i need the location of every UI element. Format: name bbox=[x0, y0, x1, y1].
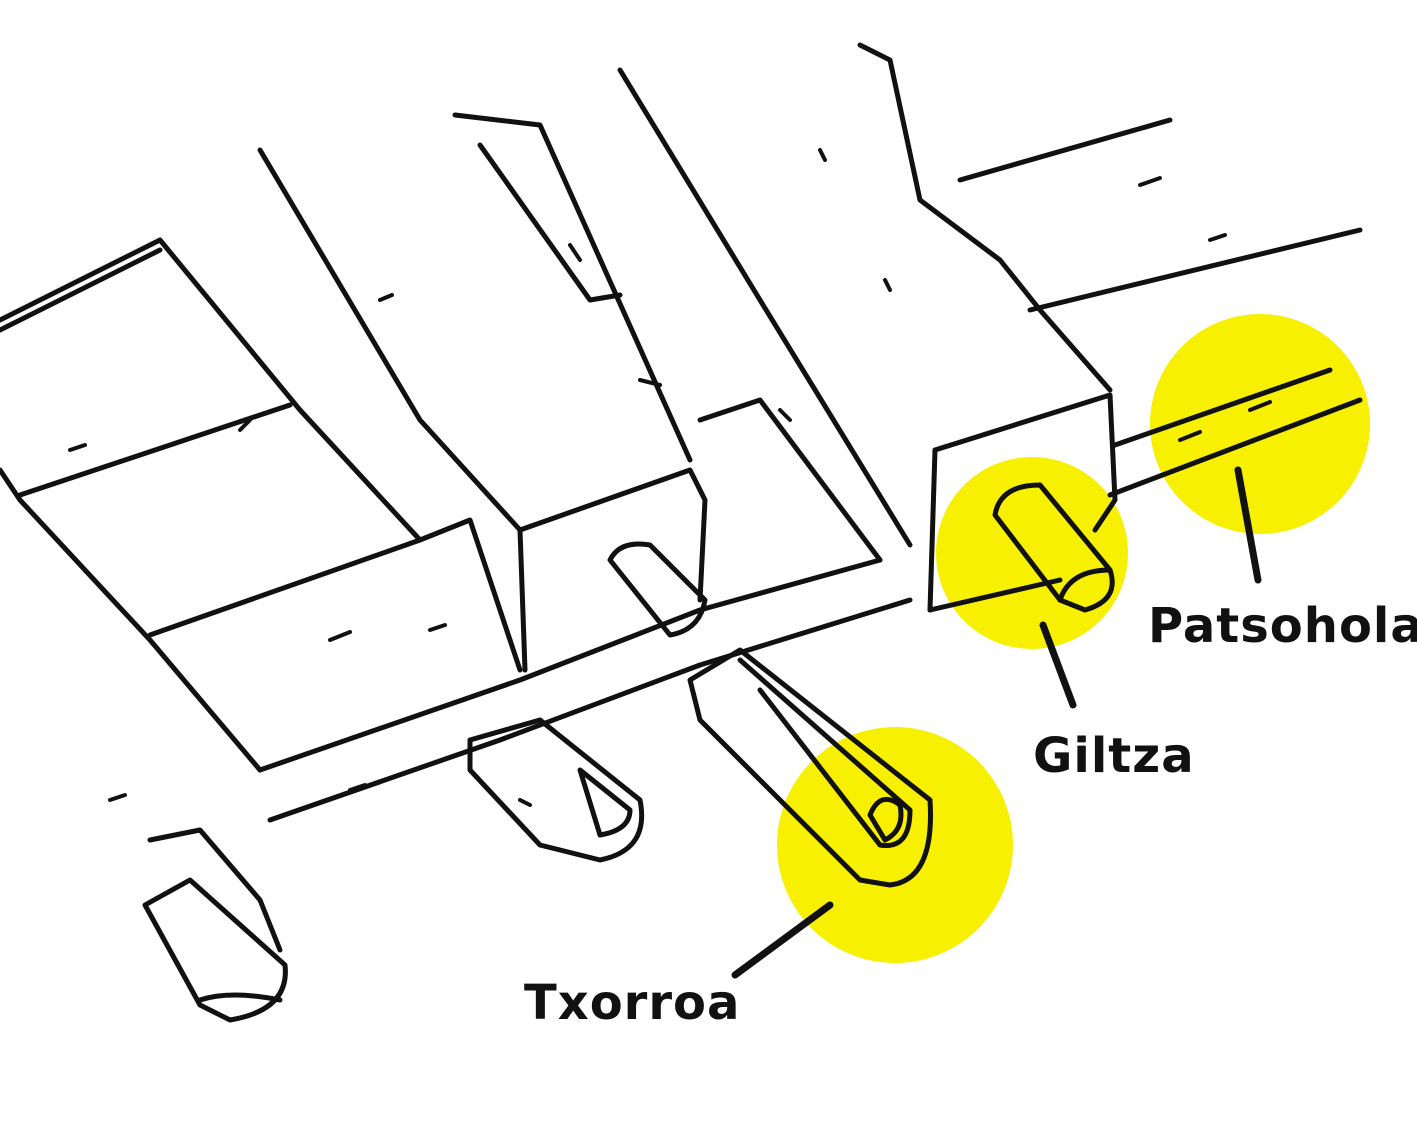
right-beam-bottom bbox=[927, 577, 1063, 613]
giltza-peg-end bbox=[1057, 567, 1113, 603]
rail-inner bbox=[697, 397, 883, 563]
far-board-line bbox=[1027, 227, 1363, 313]
label-giltza: Giltza bbox=[1033, 728, 1195, 784]
label-txorroa: Txorroa bbox=[524, 975, 741, 1031]
patsohola-top bbox=[1112, 367, 1333, 448]
right-beam-front-left bbox=[927, 447, 938, 613]
txorroa-slot bbox=[867, 796, 904, 843]
center-peg bbox=[607, 541, 708, 638]
center-beam-inner bbox=[477, 142, 623, 303]
plank-line-2 bbox=[147, 537, 423, 638]
leader-patsohola bbox=[1234, 466, 1262, 584]
patsohola-bottom bbox=[1107, 397, 1363, 498]
highlight-patsohola bbox=[1150, 314, 1370, 534]
plank-line-1 bbox=[17, 402, 293, 498]
left-board-front bbox=[0, 247, 163, 333]
left-board-lower-edge bbox=[0, 467, 263, 773]
bottom-left-post bbox=[147, 827, 283, 953]
far-board-top bbox=[957, 117, 1173, 183]
highlight-giltza bbox=[936, 457, 1128, 649]
rail-top bbox=[257, 557, 883, 773]
center-beam-front-bottom bbox=[517, 527, 528, 673]
right-beam-left-edge bbox=[617, 67, 913, 548]
center-beam-left-edge bbox=[257, 147, 523, 533]
center-beam-top bbox=[452, 112, 693, 463]
right-beam-front bbox=[932, 392, 1118, 533]
leader-txorroa bbox=[731, 901, 834, 979]
right-beam-top bbox=[857, 42, 1113, 393]
left-board-outline bbox=[0, 237, 523, 673]
rear-hinge-inner bbox=[577, 767, 633, 838]
txorroa-inner bbox=[737, 657, 913, 849]
txorroa-outer bbox=[687, 647, 933, 888]
center-beam-front bbox=[517, 467, 708, 603]
rear-hinge bbox=[467, 717, 645, 863]
label-patsohola: Patsohola bbox=[1148, 598, 1417, 654]
rail-bottom bbox=[267, 597, 913, 823]
leader-giltza bbox=[1039, 621, 1077, 709]
bottom-left-peg-end bbox=[197, 992, 283, 1003]
wood-grain-marks bbox=[68, 148, 1272, 807]
